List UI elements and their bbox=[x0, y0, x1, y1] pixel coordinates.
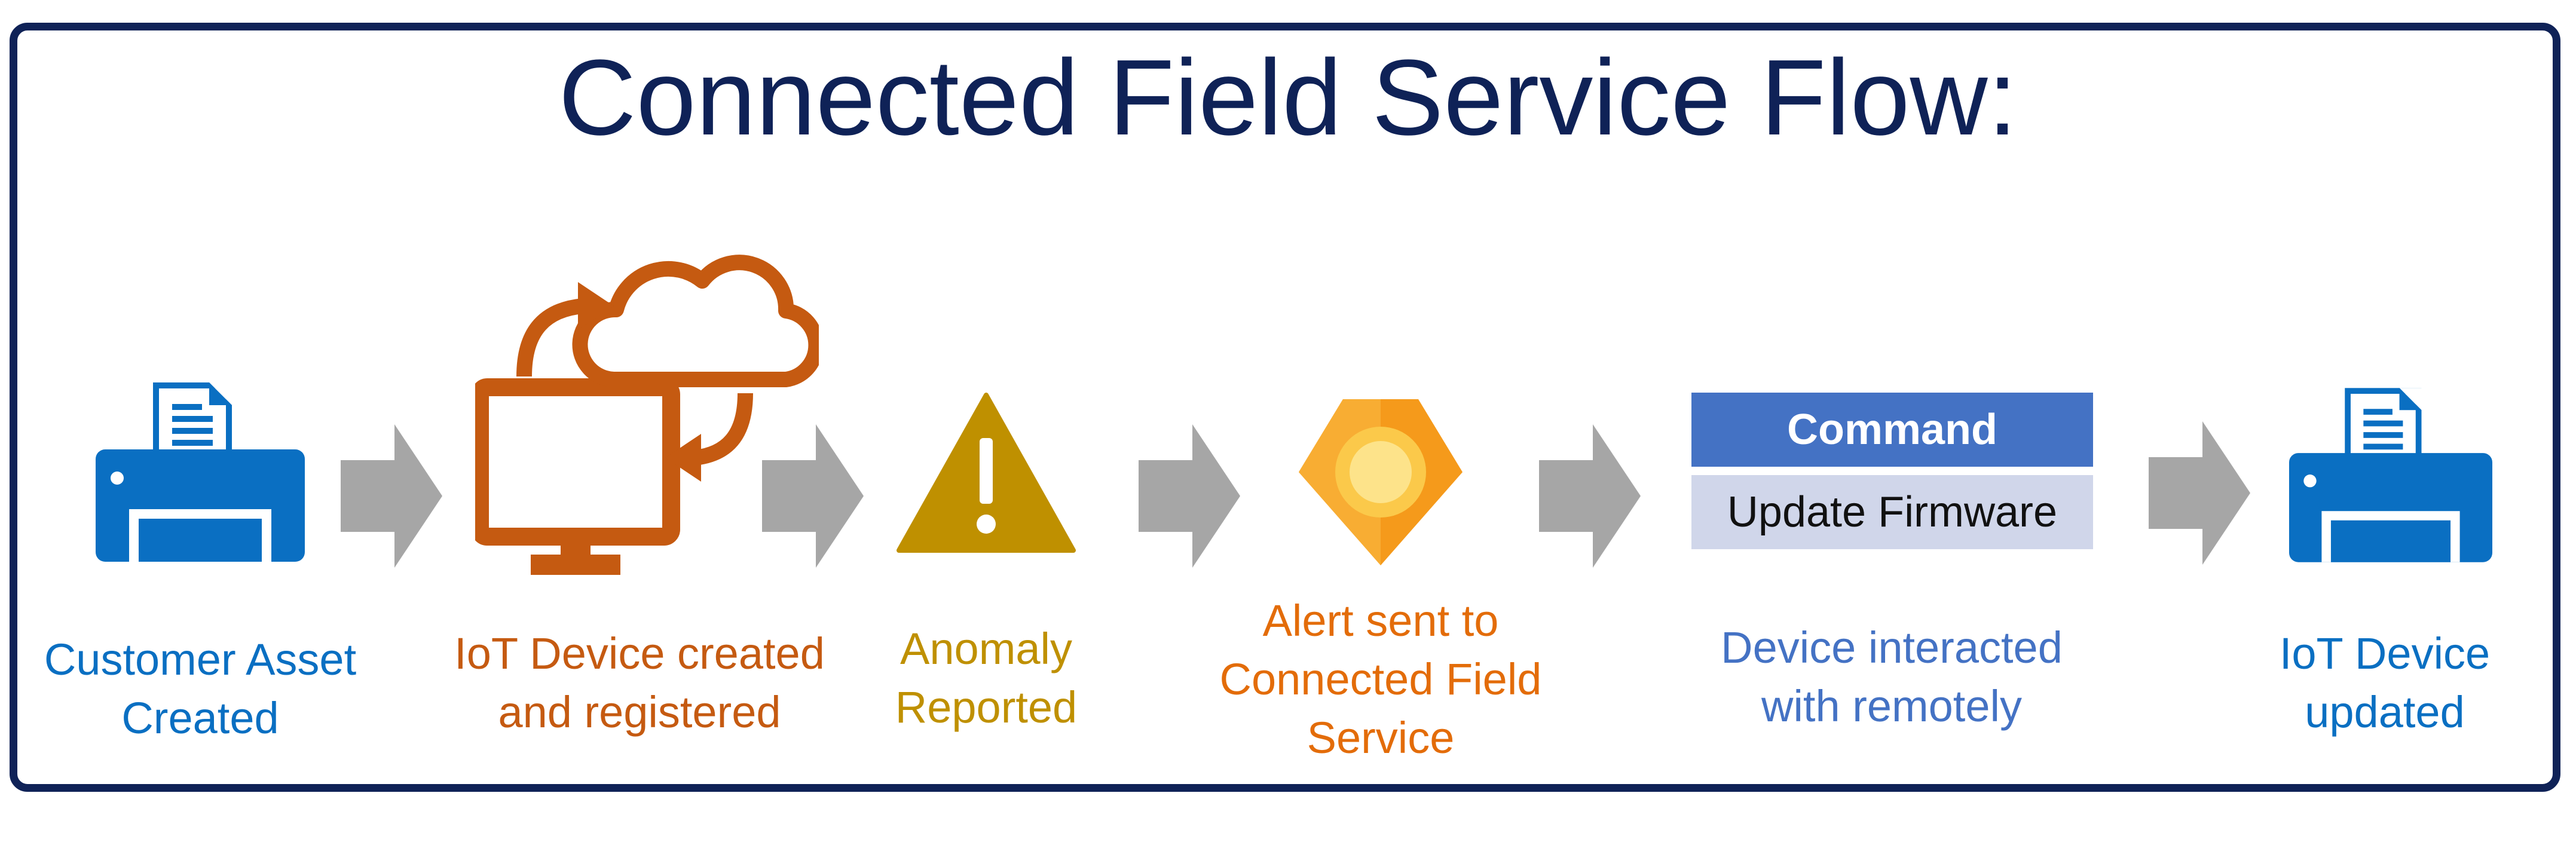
alert-location-icon bbox=[1299, 399, 1463, 565]
step-label-device-interacted: Device interacted with remotely bbox=[1721, 623, 2063, 731]
printer-icon bbox=[2289, 388, 2492, 562]
step-label-alert-sent: Alert sent to Connected Field Service bbox=[1219, 596, 1542, 763]
command-header: Command bbox=[1691, 393, 2093, 467]
flow-arrow bbox=[762, 424, 864, 568]
flow-arrow bbox=[2149, 421, 2250, 565]
diagram-frame bbox=[10, 23, 2560, 792]
step-label-iot-device-created: IoT Device created and registered bbox=[454, 629, 825, 737]
diagram-title: Connected Field Service Flow: bbox=[558, 38, 2018, 158]
flow-arrow bbox=[1539, 424, 1641, 568]
monitor-cloud-sync-icon bbox=[475, 255, 819, 575]
step-label-customer-asset: Customer Asset Created bbox=[44, 635, 357, 743]
warning-icon bbox=[897, 393, 1076, 553]
flow-arrow bbox=[341, 424, 442, 568]
printer-icon bbox=[96, 382, 305, 562]
step-label-anomaly: Anomaly Reported bbox=[895, 624, 1078, 732]
update-firmware-action: Update Firmware bbox=[1691, 475, 2093, 549]
flow-arrow bbox=[1139, 424, 1240, 568]
step-label-iot-device-updated: IoT Device updated bbox=[2279, 629, 2491, 737]
